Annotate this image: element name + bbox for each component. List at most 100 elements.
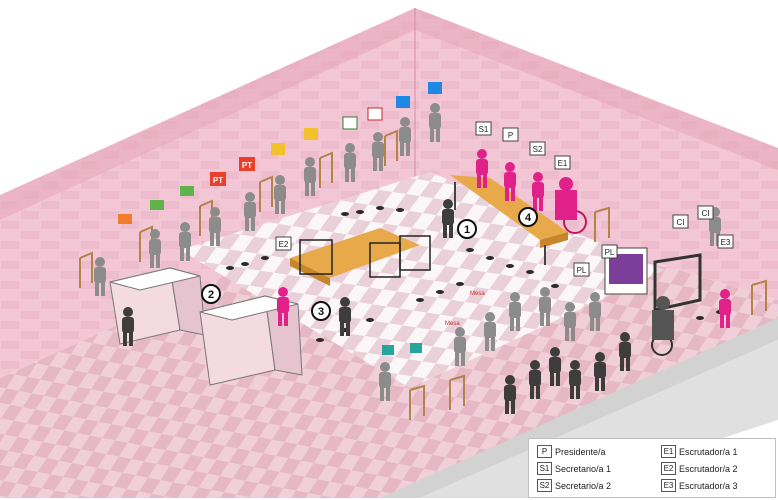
wall-shadow (0, 8, 415, 220)
party-representative (179, 222, 191, 261)
party-representative (274, 175, 286, 214)
party-representative (589, 292, 601, 331)
legend-code: E2 (661, 462, 676, 475)
party-representative (149, 229, 161, 268)
pt-badge-text: PT (213, 176, 223, 185)
legend: P Presidente/a E1 Escrutador/a 1 S1 Secr… (528, 438, 776, 498)
role-tag-text: CI (702, 209, 710, 218)
polling-officials (277, 149, 731, 328)
legend-label: Secretario/a 2 (555, 480, 612, 491)
polling-official (277, 287, 289, 326)
party-representative (429, 103, 441, 142)
legend-code: P (537, 445, 552, 458)
station-number: 3 (318, 306, 324, 318)
station-number: 2 (208, 289, 214, 301)
station-marker: 4 (518, 207, 538, 227)
role-tag-text: E3 (721, 238, 731, 247)
role-tag: CI (672, 214, 689, 229)
ballot-box (299, 239, 333, 275)
role-tag: CI (697, 205, 714, 220)
ballot-table (290, 228, 431, 286)
voter (442, 199, 454, 238)
voter (619, 332, 631, 371)
polling-official (476, 149, 488, 188)
role-tag: S1 (475, 121, 492, 136)
legend-code: S2 (537, 479, 552, 492)
info-board (604, 247, 648, 295)
role-tag: P (502, 127, 519, 142)
role-tag: E1 (554, 155, 571, 170)
station-marker: 3 (311, 301, 331, 321)
role-tag-text: S1 (479, 125, 489, 134)
legend-item: E3 Escrutador/a 3 (661, 477, 771, 494)
legend-code: E3 (661, 479, 676, 492)
legend-label: Presidente/a (555, 446, 606, 457)
legend-label: Secretario/a 1 (555, 463, 612, 474)
party-representative (209, 207, 221, 246)
voter (504, 375, 516, 414)
voter (339, 297, 351, 336)
role-tag-text: CI (677, 218, 685, 227)
legend-item: P Presidente/a (537, 443, 661, 460)
legend-label: Escrutador/a 3 (679, 480, 738, 491)
voter (529, 360, 541, 399)
ballot-box (399, 235, 431, 271)
role-tag-text: P (508, 131, 513, 140)
wheelchair-voter (555, 177, 674, 356)
role-tag-text: PL (605, 248, 615, 257)
party-representative (379, 362, 391, 401)
polling-official (504, 162, 516, 201)
floor-label: Mesa (445, 321, 460, 327)
legend-item: S1 Secretario/a 1 (537, 460, 661, 477)
station-markers: 1 2 3 4 (201, 207, 538, 321)
role-tag: E3 (717, 234, 734, 249)
polling-official (719, 289, 731, 328)
party-representative (539, 287, 551, 326)
station-marker: 1 (457, 219, 477, 239)
legend-label: Escrutador/a 2 (679, 463, 738, 474)
party-representatives (94, 103, 721, 401)
floor-label: Mesa (470, 291, 485, 297)
role-tag: PL (573, 262, 590, 277)
party-representative (244, 192, 256, 231)
voter (122, 307, 134, 346)
role-tag: S2 (529, 141, 546, 156)
station-marker: 2 (201, 284, 221, 304)
party-representative (399, 117, 411, 156)
party-representative (304, 157, 316, 196)
role-tag-text: S2 (533, 145, 543, 154)
polling-official (532, 172, 544, 211)
role-tag-text: PL (577, 266, 587, 275)
legend-label: Escrutador/a 1 (679, 446, 738, 457)
voters (122, 199, 631, 414)
legend-item: E2 Escrutador/a 2 (661, 460, 771, 477)
legend-code: S1 (537, 462, 552, 475)
role-tag: E2 (275, 236, 292, 251)
pt-badge-text: PT (242, 161, 252, 170)
party-representative (509, 292, 521, 331)
voting-booth-2 (199, 295, 303, 386)
voter (549, 347, 561, 386)
party-representative (344, 143, 356, 182)
pt-badge: PT PT (210, 157, 255, 186)
party-representative (94, 257, 106, 296)
party-representative (484, 312, 496, 351)
role-tag-text: E1 (558, 159, 568, 168)
official-table (450, 175, 568, 265)
role-tag: PL (601, 244, 618, 259)
party-representative (372, 132, 384, 171)
legend-item: S2 Secretario/a 2 (537, 477, 661, 494)
station-number: 4 (525, 212, 532, 224)
party-representative (564, 302, 576, 341)
entrance-door (653, 253, 702, 312)
party-badge (118, 82, 442, 355)
voter (594, 352, 606, 391)
role-tag-text: E2 (279, 240, 289, 249)
legend-item: E1 Escrutador/a 1 (661, 443, 771, 460)
station-number: 1 (464, 224, 470, 236)
party-representative (454, 327, 466, 366)
sidewalk (380, 318, 778, 498)
voter (569, 360, 581, 399)
